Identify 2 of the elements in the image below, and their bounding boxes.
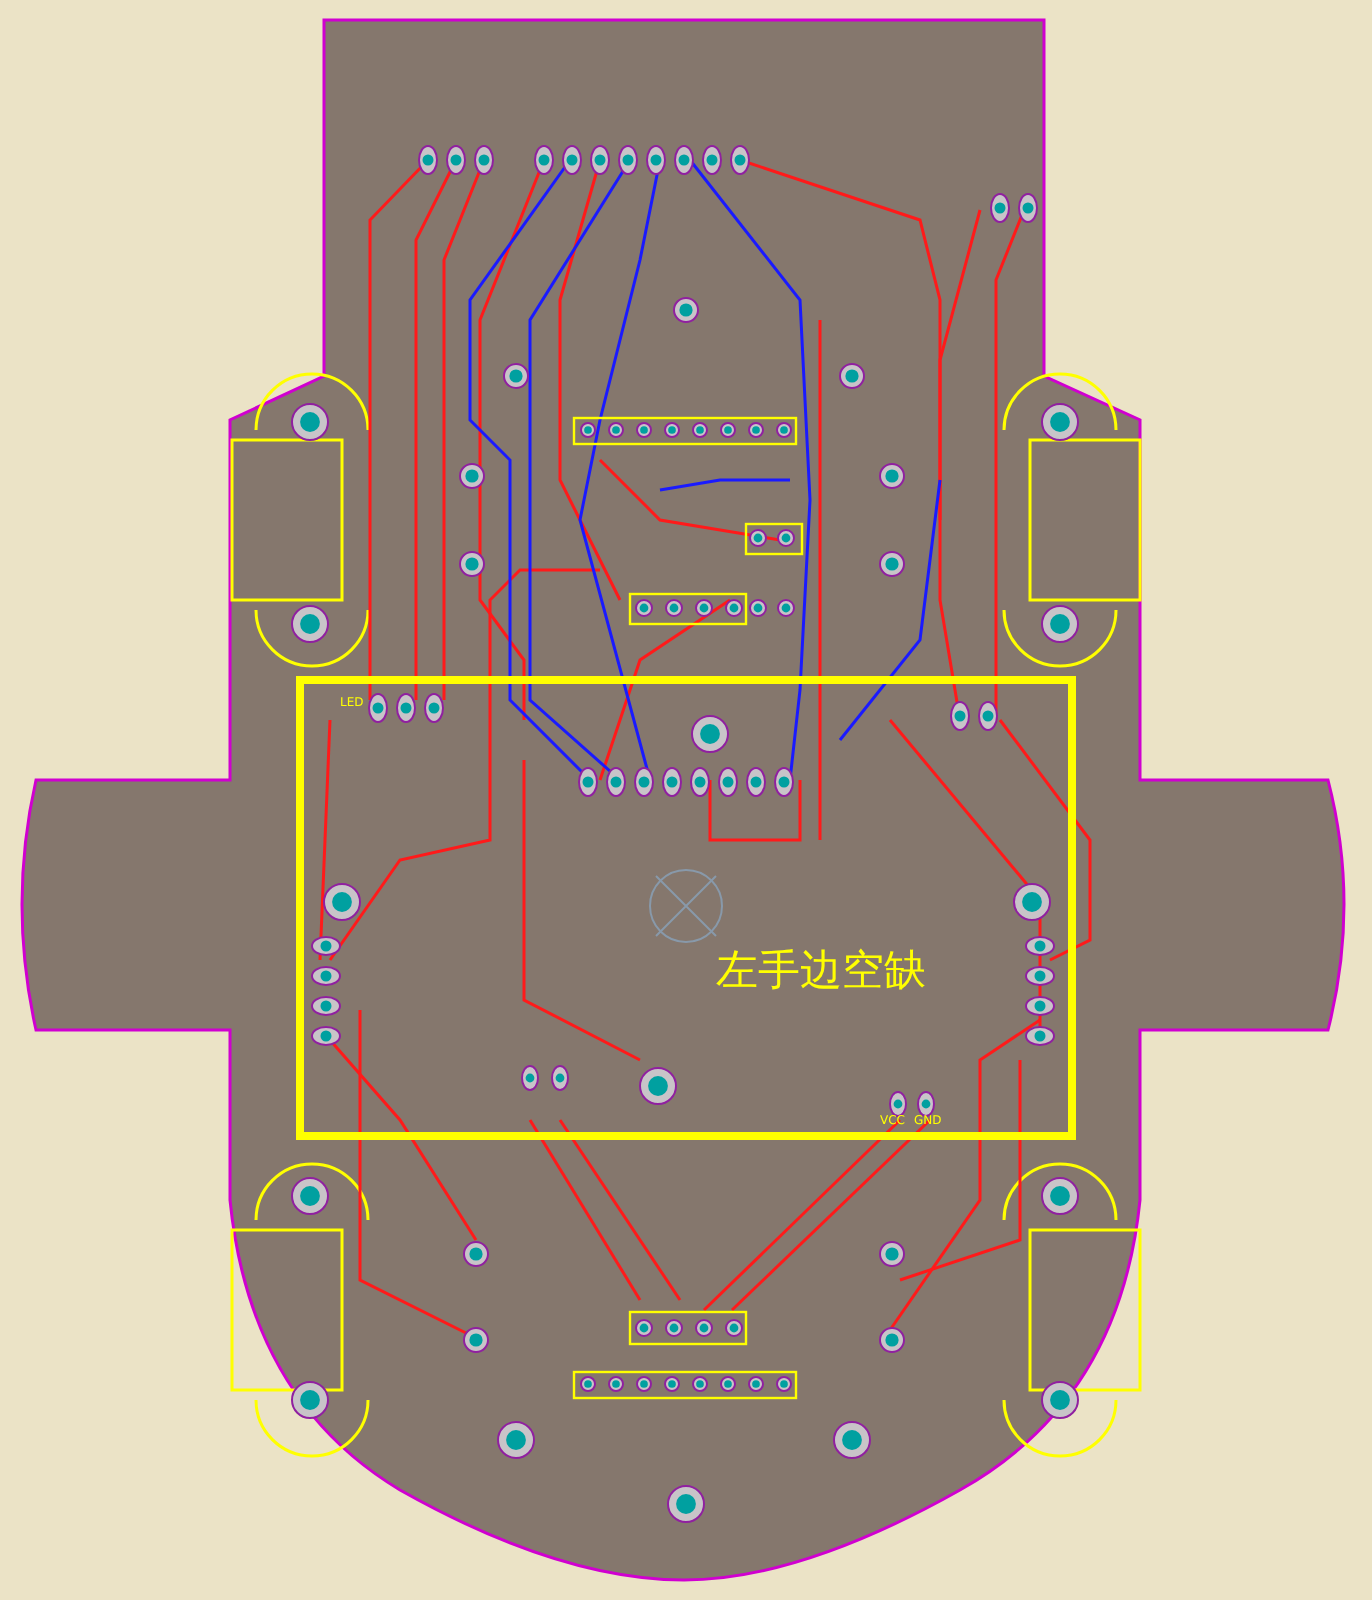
note-text: 左手边空缺 [716, 944, 926, 998]
outline-box [296, 676, 1076, 1140]
